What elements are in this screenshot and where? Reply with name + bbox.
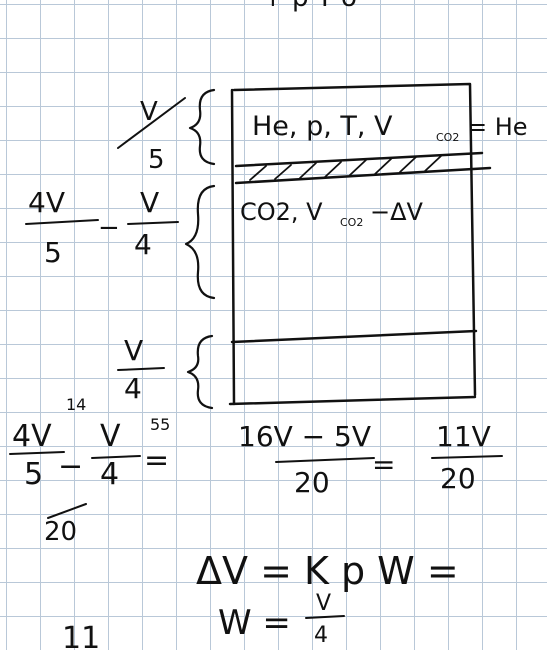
eq1-term2-numerator: V [100, 419, 121, 454]
eq1-term1-fraction-bar [9, 451, 65, 455]
box-bottom [228, 395, 477, 406]
eq1-rhs-denominator: 20 [440, 462, 476, 495]
partition-line [230, 329, 478, 344]
label-mid-left-fraction-bar [25, 219, 99, 225]
eq1-rhs-fraction-bar [431, 455, 503, 459]
eq2-w-fraction-bar [305, 615, 345, 619]
eq1-term2-factor: 55 [150, 415, 170, 434]
label-mid-left-numerator: 4V [28, 186, 65, 219]
brace-middle [184, 184, 216, 300]
label-bottom-numerator: V [124, 334, 143, 367]
eq1-mid-numerator: 16V − 5V [238, 420, 371, 453]
top-gas-subscript: CO2 [436, 131, 459, 144]
label-top-denominator: 5 [148, 145, 165, 175]
box-right-wall [232, 82, 477, 397]
left-label-bottom: V 4 [117, 334, 214, 410]
eq1-term2-denominator: 4 [100, 457, 119, 492]
eq2-expression: ΔV = K p W = [196, 549, 459, 593]
eq1-term1-numerator: 4V [12, 419, 52, 454]
piston-bottom-line [234, 166, 492, 185]
label-mid-right-fraction-bar [127, 221, 179, 225]
top-gas-tail: = He [467, 113, 528, 141]
label-bottom-denominator: 4 [124, 372, 142, 405]
eq2-w-numerator: V [316, 591, 331, 616]
mid-gas-label: CO2, V [240, 198, 323, 226]
mid-gas-subscript: CO2 [340, 216, 363, 229]
eq1-rhs-numerator: 11V [436, 420, 491, 453]
brace-top [188, 88, 216, 166]
eq2-w-label: W = [218, 603, 291, 643]
left-label-top: V 5 [117, 88, 216, 175]
label-mid-minus: − [98, 213, 120, 243]
equation-1: 4V 14 5 − V 55 4 = 20 16V − 5V 20 = 11V … [9, 395, 503, 547]
eq1-term1-factor: 14 [66, 395, 86, 414]
brace-bottom [186, 334, 214, 410]
left-label-middle: 4V 5 − V 4 [25, 184, 216, 300]
label-mid-right-denominator: 4 [134, 228, 152, 261]
label-top-numerator: V [140, 97, 158, 127]
container-box: He, p, T, V CO2 = He CO2, V CO2 −ΔV [228, 82, 528, 406]
eq2-w-denominator: 4 [314, 623, 328, 648]
eq1-stray-bar [47, 503, 87, 519]
equation-2: ΔV = K p W = W = V 4 [196, 549, 459, 648]
top-gas-label: He, p, T, V [252, 111, 393, 142]
label-mid-right-numerator: V [140, 186, 159, 219]
eq1-minus: − [58, 449, 83, 484]
top-fragment: + p T o [262, 0, 357, 13]
eq1-equals: = [144, 443, 169, 478]
label-bottom-fraction-bar [117, 367, 165, 371]
eq1-equals-2: = [372, 448, 395, 481]
eq1-term2-fraction-bar [91, 455, 141, 459]
label-mid-left-denominator: 5 [44, 236, 62, 269]
box-left-wall [230, 88, 236, 406]
eq1-mid-fraction-bar [275, 457, 375, 463]
piston-hatching [249, 155, 442, 181]
eq1-mid-denominator: 20 [294, 466, 330, 499]
mid-gas-tail: −ΔV [370, 198, 424, 226]
piston-top-line [234, 151, 484, 168]
label-top-fraction-bar [117, 97, 186, 149]
eq1-term1-denominator: 5 [24, 457, 43, 492]
eq1-stray-denominator: 20 [44, 517, 77, 547]
bottom-fragment: 11 [62, 621, 100, 650]
